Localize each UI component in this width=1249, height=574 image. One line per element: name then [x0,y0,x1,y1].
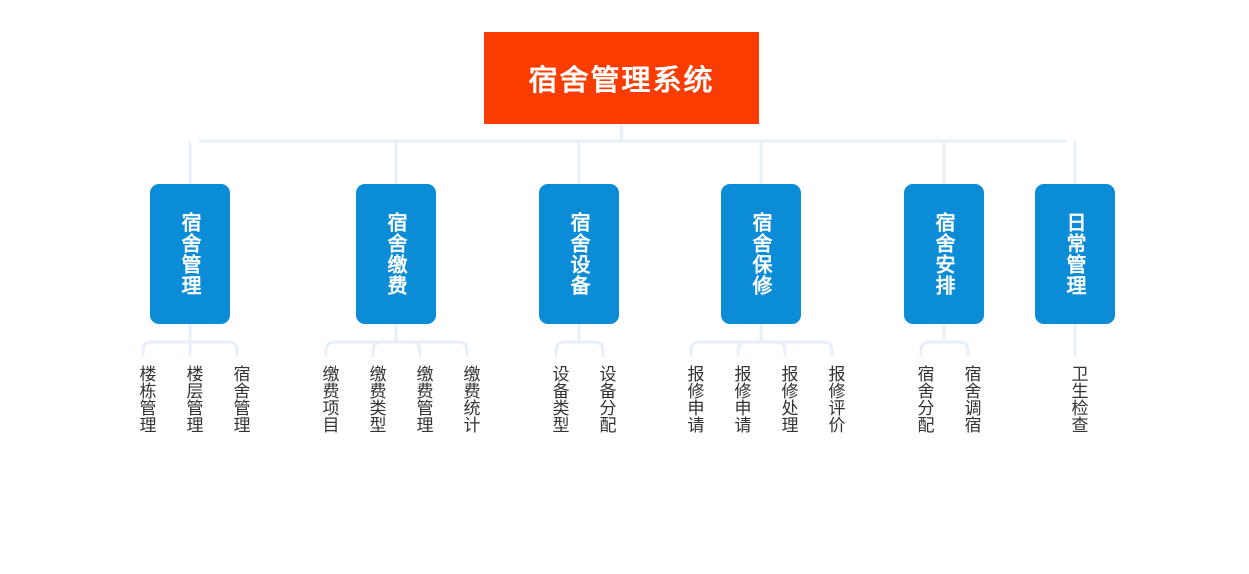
leaf-node-label: 缴费项目 [318,365,339,433]
root-node[interactable]: 宿舍管理系统 [484,32,759,124]
leaf-node-label: 楼栋管理 [135,365,156,433]
leaf-node-label: 宿舍管理 [229,365,250,433]
leaf-node-label: 宿舍分配 [913,365,934,433]
leaf-node-label: 设备类型 [548,365,569,433]
leaf-node-label: 宿舍调宿 [960,365,981,433]
branch-node-2[interactable]: 宿舍缴费 [356,184,436,324]
branch-node-label: 宿舍管理 [178,212,202,296]
leaf-node-label: 报修处理 [777,365,798,433]
branch-node-6[interactable]: 日常管理 [1035,184,1115,324]
leaf-node[interactable]: 宿舍管理 [228,365,250,433]
leaf-node-label: 报修评价 [824,365,845,433]
leaf-node[interactable]: 楼层管理 [181,365,203,433]
branch-node-3[interactable]: 宿舍设备 [539,184,619,324]
leaf-node-label: 报修申请 [683,365,704,433]
branch-node-label: 宿舍安排 [932,212,956,296]
leaf-node[interactable]: 设备分配 [594,365,616,433]
leaf-node[interactable]: 报修申请 [682,365,704,433]
branch-node-label: 宿舍保修 [749,212,773,296]
branch-node-5[interactable]: 宿舍安排 [904,184,984,324]
leaf-node-label: 楼层管理 [182,365,203,433]
leaf-node-label: 报修申请 [730,365,751,433]
leaf-node-label: 缴费管理 [412,365,433,433]
leaf-node[interactable]: 宿舍分配 [912,365,934,433]
leaf-node[interactable]: 缴费项目 [317,365,339,433]
leaf-node-label: 设备分配 [595,365,616,433]
leaf-node-label: 缴费统计 [459,365,480,433]
branch-node-label: 宿舍缴费 [384,212,408,296]
leaf-node[interactable]: 报修评价 [823,365,845,433]
branch-node-label: 宿舍设备 [567,212,591,296]
leaf-node[interactable]: 设备类型 [547,365,569,433]
branch-node-label: 日常管理 [1063,212,1087,296]
leaf-node[interactable]: 缴费类型 [364,365,386,433]
branch-node-4[interactable]: 宿舍保修 [721,184,801,324]
leaf-node[interactable]: 报修处理 [776,365,798,433]
leaf-node-label: 卫生检查 [1067,365,1088,433]
leaf-node[interactable]: 报修申请 [729,365,751,433]
leaf-node[interactable]: 缴费统计 [458,365,480,433]
leaf-node[interactable]: 宿舍调宿 [959,365,981,433]
branch-node-1[interactable]: 宿舍管理 [150,184,230,324]
leaf-node[interactable]: 楼栋管理 [134,365,156,433]
root-node-label: 宿舍管理系统 [528,63,715,97]
leaf-node[interactable]: 卫生检查 [1066,365,1088,433]
leaf-node[interactable]: 缴费管理 [411,365,433,433]
leaf-node-label: 缴费类型 [365,365,386,433]
